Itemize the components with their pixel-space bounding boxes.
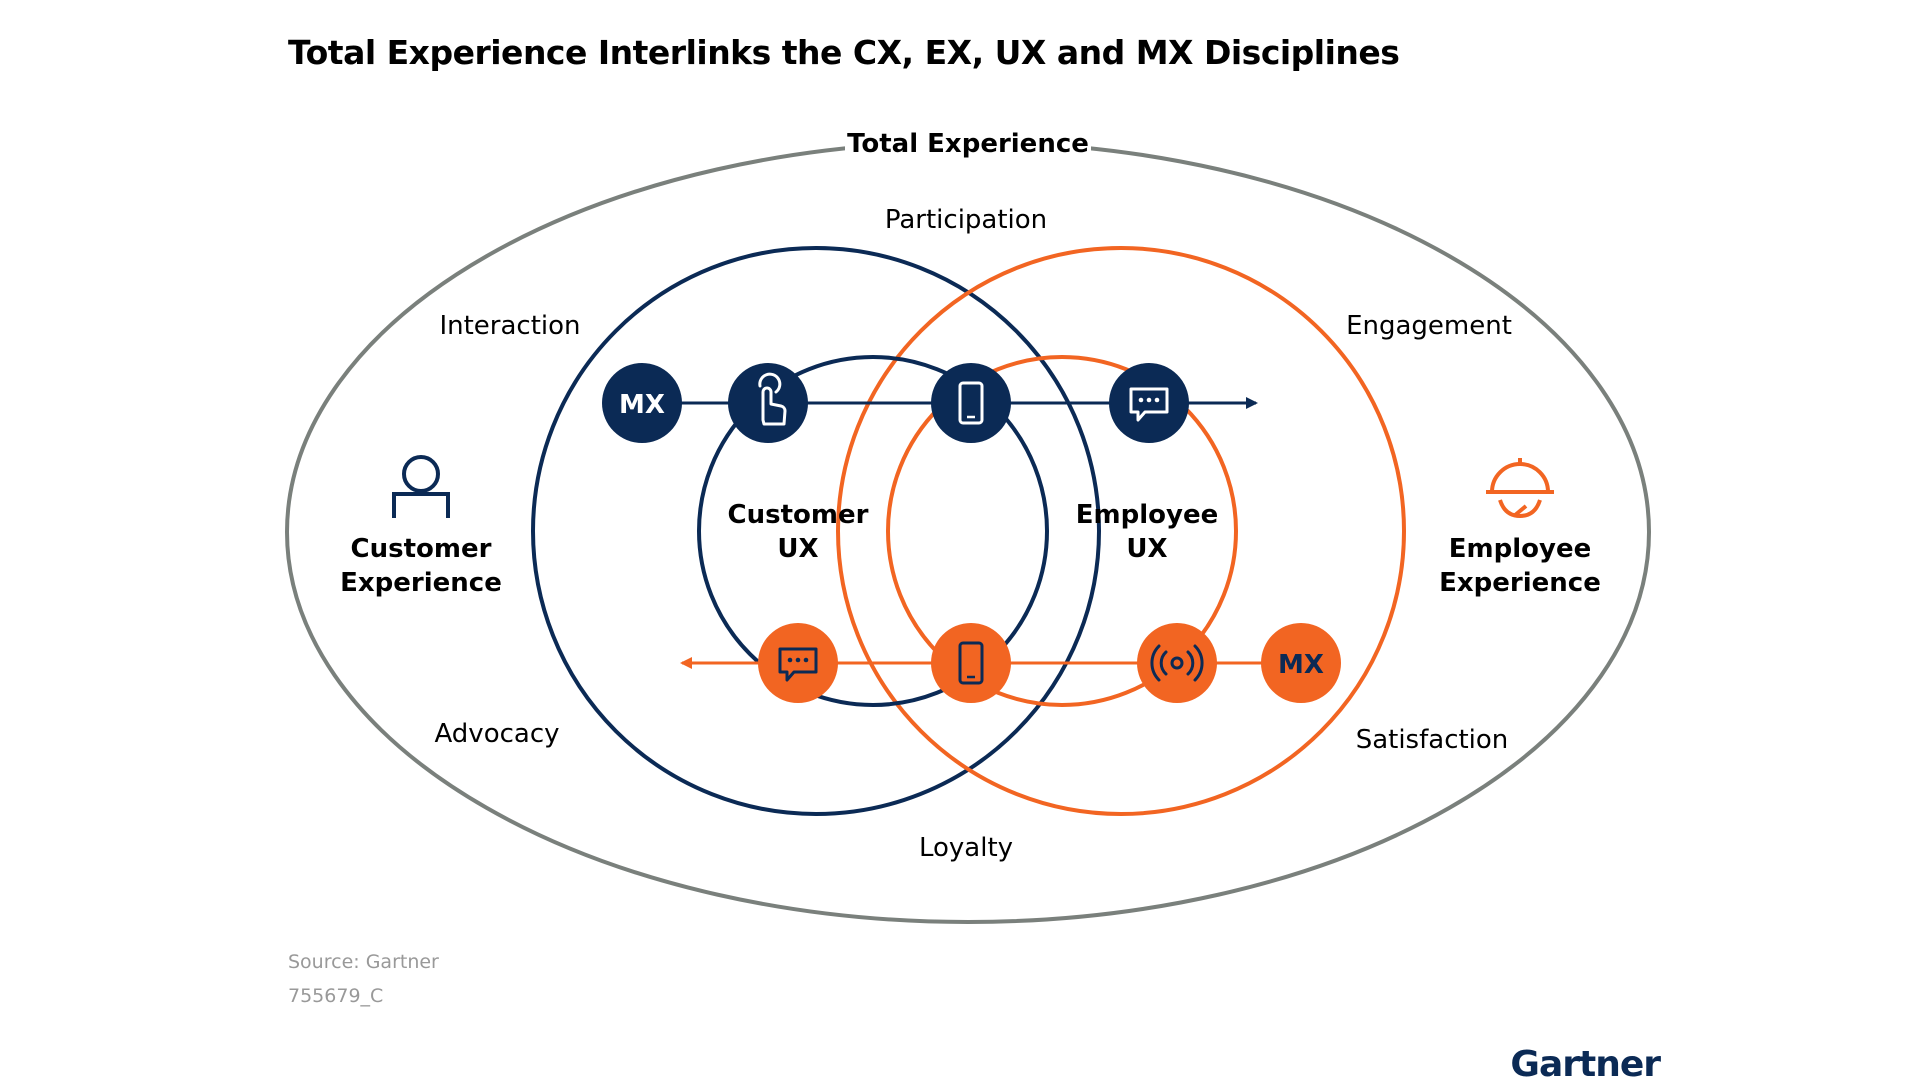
service-cloche-icon: [1486, 458, 1554, 519]
gartner-logo: Gartner: [1510, 1044, 1662, 1085]
chat-icon: [1129, 387, 1169, 422]
source-text: Source: Gartner: [288, 951, 439, 973]
employee-ux-line2: UX: [1126, 534, 1167, 564]
employee-experience-line2: Experience: [1439, 568, 1601, 598]
customer-ux-line2: UX: [777, 534, 818, 564]
mx-node-top: MX: [602, 363, 682, 443]
smartphone-node-bottom: [931, 623, 1011, 703]
total-experience-ellipse: [285, 140, 1651, 924]
smartphone-node-top: [931, 363, 1011, 443]
chat-node-bottom: [758, 623, 838, 703]
broadcast-icon: [1150, 644, 1204, 682]
customer-experience-line1: Customer: [351, 534, 492, 564]
touch-node: [728, 363, 808, 443]
chat-node-top: [1109, 363, 1189, 443]
customer-ux-circle: [697, 355, 1049, 707]
employee-experience-circle: [836, 246, 1406, 816]
mx-node-bottom: MX: [1261, 623, 1341, 703]
total-experience-label-bg: [845, 124, 1091, 164]
page-title: Total Experience Interlinks the CX, EX, …: [288, 33, 1399, 72]
customer-ux-line1: Customer: [728, 500, 869, 530]
mx-top-label: MX: [619, 390, 665, 420]
gartner-wordmark: Gartner: [1510, 1044, 1661, 1080]
touch-icon: [758, 372, 787, 426]
loyalty-label: Loyalty: [919, 833, 1013, 863]
smartphone-icon: [958, 641, 984, 685]
customer-experience-line2: Experience: [340, 568, 502, 598]
employee-ux-circle: [886, 355, 1238, 707]
customer-experience-circle: [531, 246, 1101, 816]
employee-ux-line1: Employee: [1076, 500, 1218, 530]
person-at-desk-icon: [392, 455, 450, 518]
chat-icon: [778, 647, 818, 682]
advocacy-label: Advocacy: [434, 719, 559, 749]
smartphone-icon: [958, 381, 984, 425]
engagement-label: Engagement: [1346, 311, 1512, 341]
mx-bottom-label: MX: [1278, 650, 1324, 680]
participation-label: Participation: [885, 205, 1047, 235]
satisfaction-label: Satisfaction: [1356, 725, 1509, 755]
employee-experience-line1: Employee: [1449, 534, 1591, 564]
interaction-label: Interaction: [439, 311, 580, 341]
total-experience-label: Total Experience: [847, 129, 1089, 159]
figure-code: 755679_C: [288, 985, 383, 1007]
broadcast-node: [1137, 623, 1217, 703]
